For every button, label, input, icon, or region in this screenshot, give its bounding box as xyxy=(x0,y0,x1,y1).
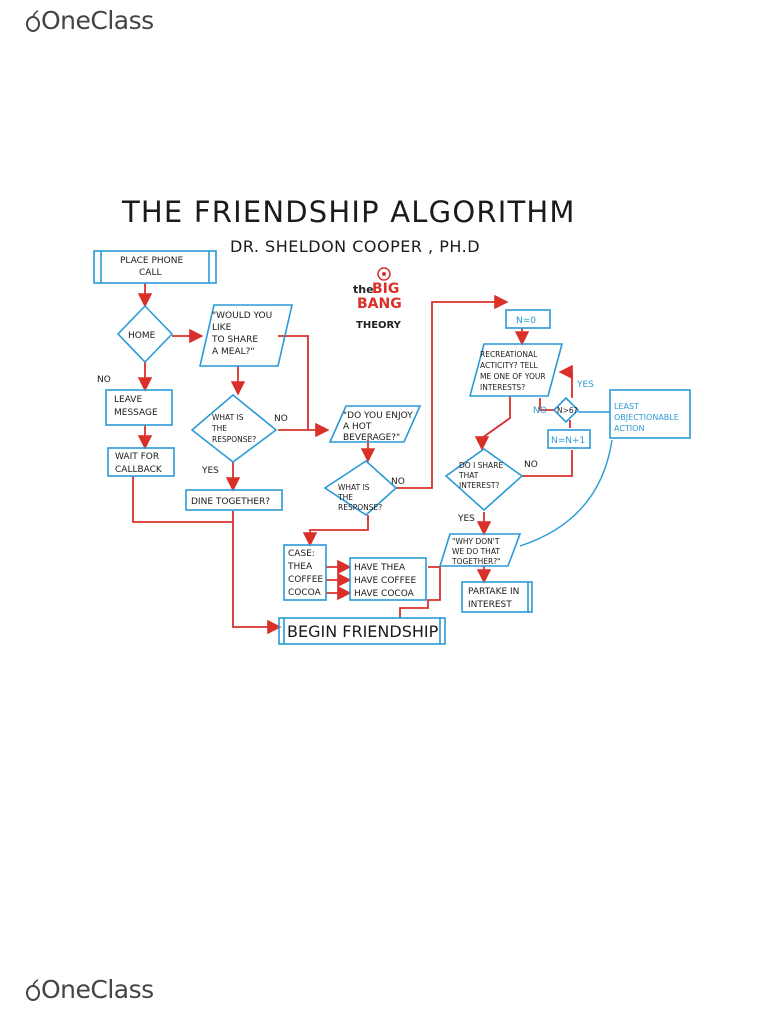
node-n-check: N>6? xyxy=(552,396,580,424)
blue-connectors xyxy=(519,411,613,547)
node-home: HOME xyxy=(116,304,174,364)
node-text: WHAT IS xyxy=(212,413,244,422)
node-response-beverage: WHAT IS THE RESPONSE? xyxy=(323,459,398,517)
logo-the: the xyxy=(353,283,374,296)
brand-footer: OneClass xyxy=(26,975,154,1004)
node-text: A HOT xyxy=(343,422,372,432)
node-text: A MEAL?" xyxy=(212,347,255,357)
label-no: NO xyxy=(274,414,288,424)
node-text: THEA xyxy=(287,562,313,572)
node-leave-message: LEAVE MESSAGE xyxy=(105,389,173,426)
node-text: BEVERAGE?" xyxy=(343,433,400,443)
oneclass-logo-icon xyxy=(26,9,40,32)
node-text: TOGETHER?" xyxy=(451,557,501,566)
node-text: "WHY DON'T xyxy=(452,537,500,546)
node-text: WHAT IS xyxy=(338,483,370,492)
node-text: LEAST xyxy=(614,402,639,411)
node-text: DO I SHARE xyxy=(459,461,503,470)
node-text: HOME xyxy=(128,331,156,341)
node-have: HAVE THEA HAVE COFFEE HAVE COCOA xyxy=(349,557,427,601)
node-text: CALL xyxy=(139,268,161,278)
node-text: THAT xyxy=(458,471,479,480)
node-text: HAVE THEA xyxy=(354,563,406,573)
node-text: COFFEE xyxy=(288,575,323,585)
flow-connectors xyxy=(132,283,573,635)
node-text: ACTION xyxy=(614,424,644,433)
node-case: CASE: THEA COFFEE COCOA xyxy=(283,544,327,601)
node-text: PLACE PHONE xyxy=(120,256,183,266)
node-text: RESPONSE? xyxy=(212,435,256,444)
node-text: RESPONSE? xyxy=(338,503,382,512)
node-text: COCOA xyxy=(288,588,322,598)
node-text: WE DO THAT xyxy=(452,547,500,556)
node-text: BEGIN FRIENDSHIP xyxy=(287,622,439,641)
node-least-objectionable: LEAST OBJECTIONABLE ACTION xyxy=(609,389,691,439)
node-place-phone-call: PLACE PHONE CALL xyxy=(93,250,217,284)
node-begin-friendship: BEGIN FRIENDSHIP xyxy=(278,617,446,645)
node-text: "DO YOU ENJOY xyxy=(343,411,413,421)
node-text: OBJECTIONABLE xyxy=(614,413,679,422)
node-text: N>6? xyxy=(557,406,578,415)
node-text: THE xyxy=(337,493,353,502)
node-text: N=N+1 xyxy=(551,436,585,446)
node-text: RECREATIONAL xyxy=(480,350,538,359)
brand-name: OneClass xyxy=(41,975,154,1004)
node-text: INTEREST xyxy=(468,600,512,610)
node-response-meal: WHAT IS THE RESPONSE? xyxy=(190,393,278,464)
node-text: CASE: xyxy=(288,549,315,559)
node-why-dont: "WHY DON'T WE DO THAT TOGETHER?" xyxy=(438,533,522,567)
label-no: NO xyxy=(97,375,111,385)
diagram-title: THE FRIENDSHIP ALGORITHM xyxy=(121,195,576,229)
node-text: "WOULD YOU xyxy=(212,311,272,321)
label-no: NO xyxy=(391,477,405,487)
node-text: ACTICITY? TELL xyxy=(480,361,539,370)
node-hot-beverage: "DO YOU ENJOY A HOT BEVERAGE?" xyxy=(328,405,422,443)
node-text: LEAVE xyxy=(114,395,142,405)
node-text: LIKE xyxy=(212,323,232,333)
node-share-interest: DO I SHARE THAT INTEREST? xyxy=(444,448,524,512)
node-text: INTERESTS? xyxy=(480,383,525,392)
logo-bang: BANG xyxy=(357,296,402,312)
oneclass-logo-icon xyxy=(26,978,40,1001)
node-text: MESSAGE xyxy=(114,408,158,418)
logo-theory: THEORY xyxy=(356,320,402,331)
node-text: N=0 xyxy=(516,316,536,326)
node-partake: PARTAKE IN INTEREST xyxy=(461,581,533,613)
node-text: ME ONE OF YOUR xyxy=(480,372,546,381)
node-text: WAIT FOR xyxy=(115,452,159,462)
node-wait-for-callback: WAIT FOR CALLBACK xyxy=(107,447,175,477)
node-share-meal: "WOULD YOU LIKE TO SHARE A MEAL?" xyxy=(198,304,294,367)
label-no: NO xyxy=(533,406,547,416)
node-dine-together: DINE TOGETHER? xyxy=(185,489,283,511)
node-n-increment: N=N+1 xyxy=(547,429,591,449)
label-yes: YES xyxy=(201,466,219,476)
node-text: THE xyxy=(211,424,227,433)
node-recreational: RECREATIONAL ACTICITY? TELL ME ONE OF YO… xyxy=(468,343,564,397)
node-text: TO SHARE xyxy=(211,335,258,345)
node-text: HAVE COCOA xyxy=(354,589,415,599)
brand-header: OneClass xyxy=(26,6,154,35)
label-no: NO xyxy=(524,460,538,470)
big-bang-theory-logo: the BIG BANG THEORY xyxy=(353,267,402,331)
node-text: HAVE COFFEE xyxy=(354,576,416,586)
label-yes: YES xyxy=(457,514,475,524)
logo-big: BIG xyxy=(372,281,399,297)
node-text: DINE TOGETHER? xyxy=(191,497,270,507)
node-text: INTEREST? xyxy=(459,481,499,490)
brand-name: OneClass xyxy=(41,6,154,35)
node-text: CALLBACK xyxy=(115,465,163,475)
node-n-zero: N=0 xyxy=(505,309,551,329)
diagram-subtitle: DR. SHELDON COOPER , PH.D xyxy=(230,237,480,256)
node-text: PARTAKE IN xyxy=(468,587,519,597)
label-yes: YES xyxy=(576,380,594,390)
